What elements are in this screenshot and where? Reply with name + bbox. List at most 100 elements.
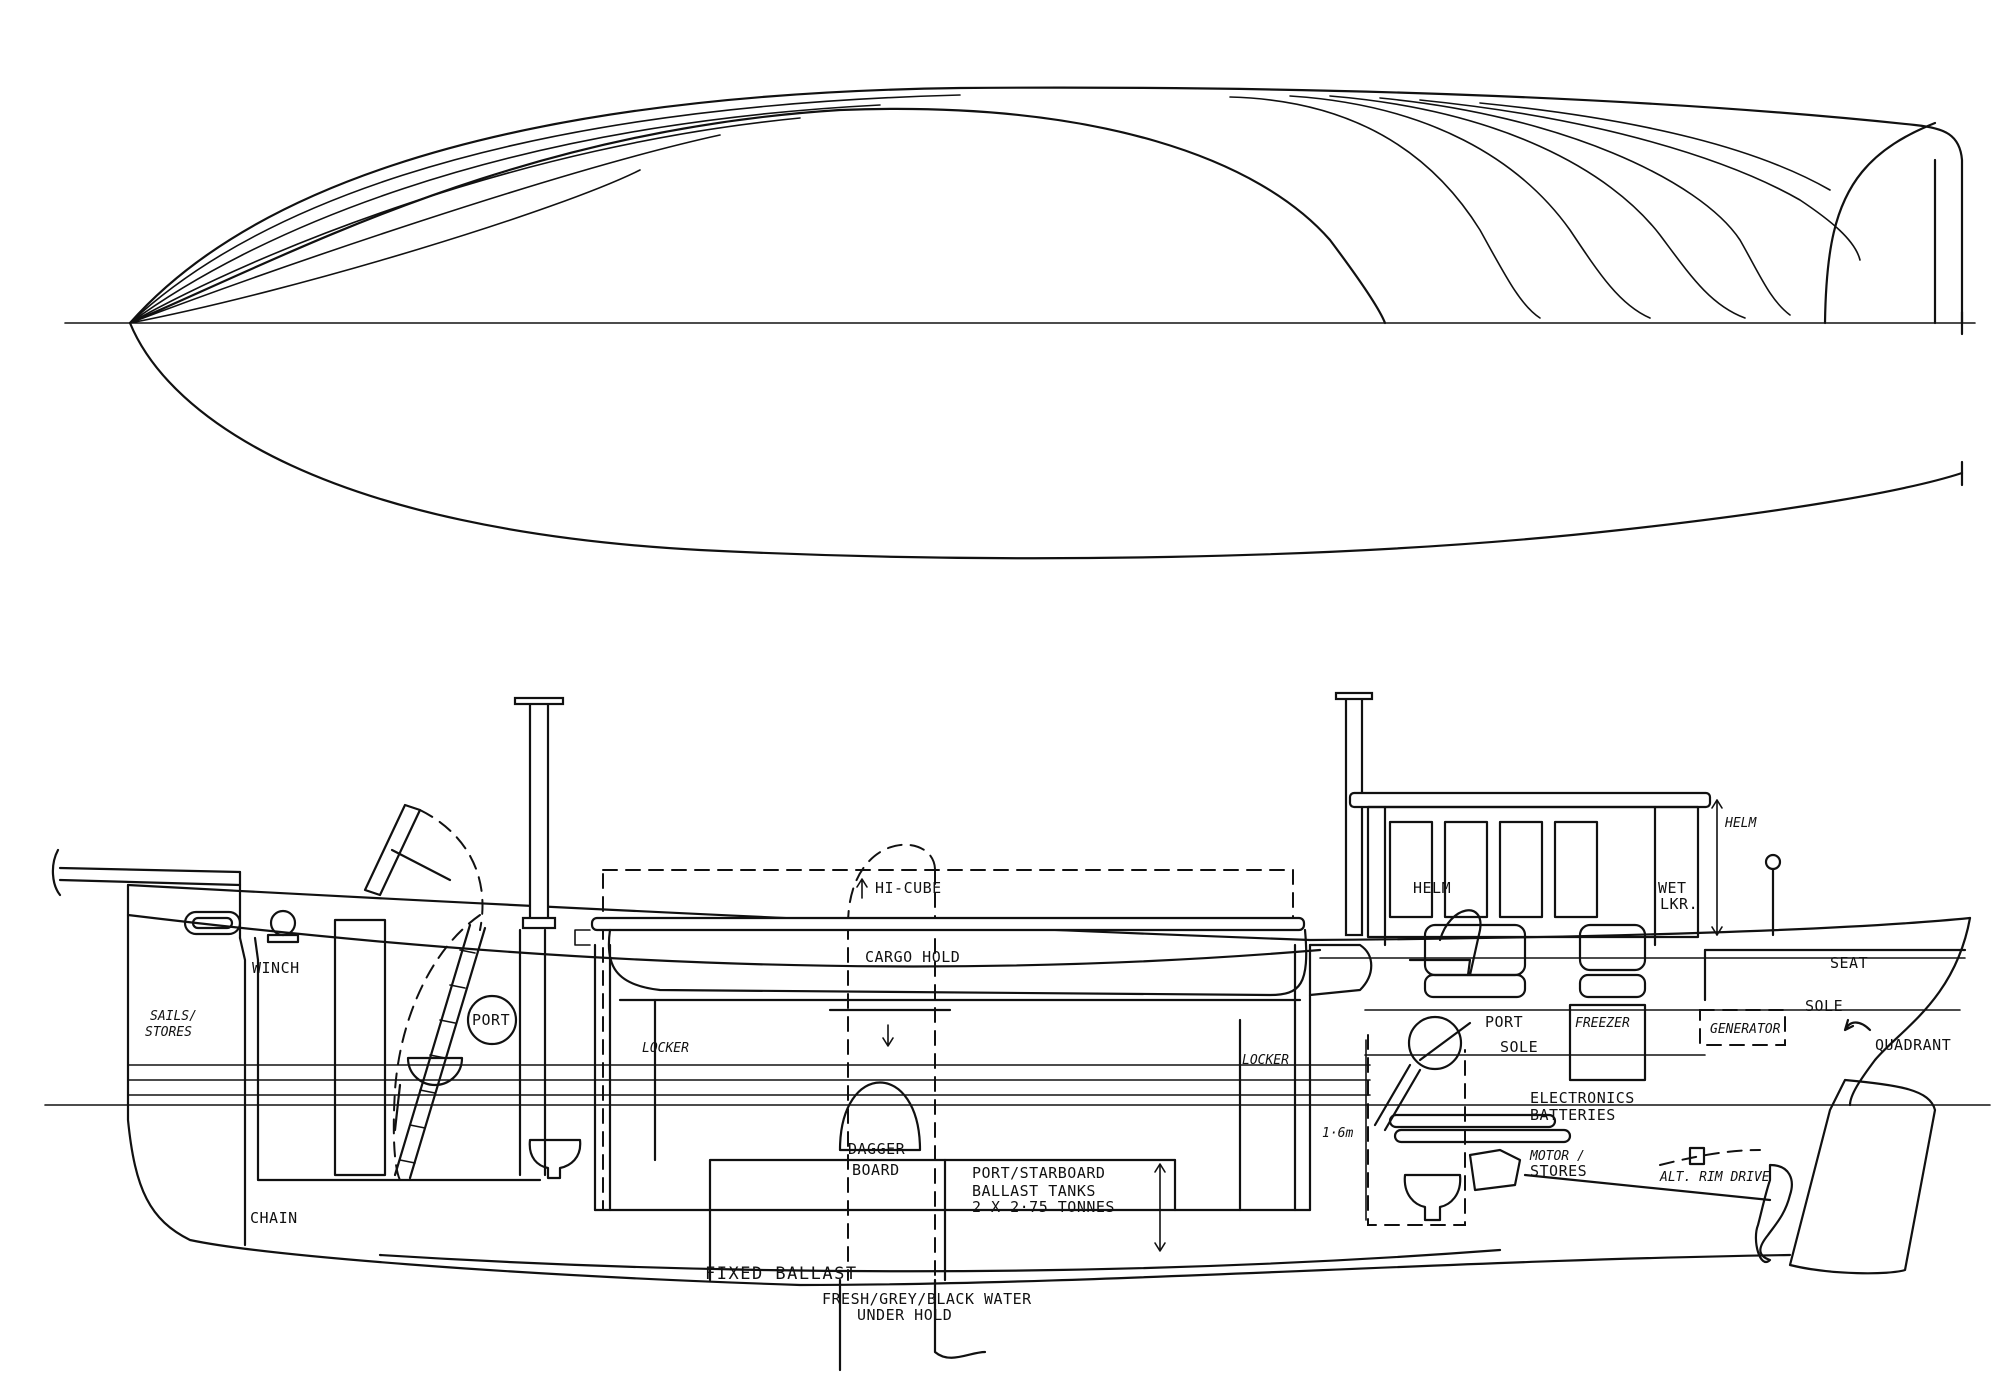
plan-waterline-5 [129, 169, 641, 324]
plan-frame-6 [1479, 102, 1831, 191]
aft-mast-cap [1334, 691, 1374, 701]
plan-frame-2 [1289, 95, 1651, 319]
stern-outline [1848, 916, 1972, 1107]
electronics-shelf [1388, 1113, 1557, 1129]
port-aft-arrow [1418, 1021, 1472, 1062]
fwd-sink-pipe [393, 1083, 402, 1132]
wheelhouse [1366, 805, 1700, 939]
hull-outline [126, 883, 1792, 1287]
stern-light [1764, 853, 1782, 871]
wheelhouse-window-4 [1553, 820, 1599, 919]
label-ballast-2: BALLAST TANKS [972, 1182, 1096, 1200]
label-sole-2: SOLE [1805, 997, 1843, 1015]
label-stores: STORES [145, 1025, 192, 1040]
plan-frame-4 [1379, 97, 1791, 316]
fwd-mast-base [521, 916, 557, 930]
quadrant-arrow [1843, 1018, 1872, 1032]
cargo-hold-deck [590, 916, 1306, 932]
label-water-1: FRESH/GREY/BLACK WATER [822, 1290, 1032, 1308]
plan-upper-outline [128, 86, 1964, 325]
drive-shaft [1523, 1173, 1772, 1202]
plan-frame-1 [1229, 96, 1541, 319]
fwd-vent [183, 910, 242, 936]
hi-cube-outline [602, 869, 1294, 926]
label-sole-1: SOLE [1500, 1038, 1538, 1056]
plan-waterline-1 [129, 94, 961, 324]
fwd-toilet [528, 1138, 582, 1180]
label-quadrant: QUADRANT [1875, 1036, 1951, 1054]
ballast-dim-arrows [1154, 1163, 1166, 1252]
fwd-cabin-door [333, 918, 387, 1177]
label-ballast-3: 2 X 2·75 TONNES [972, 1198, 1115, 1216]
label-port-aft: PORT [1485, 1013, 1523, 1031]
generator-box [1699, 1009, 1786, 1046]
fwd-mast-cap [513, 696, 565, 706]
chain-pipe [238, 936, 542, 1247]
batteries-shelf [1393, 1128, 1572, 1144]
tank-top [708, 1158, 947, 1282]
label-electronics: ELECTRONICS [1530, 1089, 1635, 1107]
rim-drive-box [1688, 1146, 1706, 1166]
plan-frame-3 [1329, 95, 1746, 319]
label-ballast-1: PORT/STARBOARD [972, 1164, 1105, 1182]
wheelhouse-window-3 [1498, 820, 1544, 919]
aft-mast [1344, 693, 1364, 937]
fwd-companion-curve [392, 914, 481, 1181]
label-board: BOARD [852, 1161, 900, 1179]
drive-shaft-dash [1659, 1149, 1761, 1166]
aft-cushion-3 [1423, 973, 1527, 999]
aft-companion-curve [1367, 1034, 1466, 1226]
label-port-fwd: PORT [472, 1011, 510, 1029]
winch-base [266, 933, 300, 944]
label-batteries: BATTERIES [1530, 1106, 1616, 1124]
aft-cockpit [1308, 943, 1373, 997]
water-trunk [838, 1278, 987, 1372]
aft-cushion-4 [1578, 973, 1647, 999]
label-rim-drive: ALT. RIM DRIVE [1659, 1170, 1770, 1185]
rudder [1788, 1078, 1937, 1275]
plan-transom [1823, 121, 1937, 325]
label-lkr: LKR. [1660, 895, 1698, 913]
plan-waterline-2 [129, 104, 881, 324]
plan-section-main [128, 107, 1387, 325]
plan-view [64, 86, 1976, 560]
aft-toilet [1403, 1173, 1462, 1222]
label-chain: CHAIN [250, 1209, 298, 1227]
dagger-board [838, 1081, 922, 1152]
bowsprit-top [58, 866, 242, 874]
label-height: 1·6m [1322, 1126, 1353, 1141]
fwd-mast [528, 698, 550, 927]
plan-waterline-4 [129, 134, 721, 324]
plan-lower-outline [128, 321, 1964, 560]
keel-line [378, 1248, 1502, 1273]
port-fwd-circle [466, 994, 518, 1046]
ladder-rungs [399, 949, 476, 1164]
label-generator: GENERATOR [1710, 1022, 1781, 1037]
sheer-line [126, 883, 1972, 942]
label-water-2: UNDER HOLD [857, 1306, 952, 1324]
label-fixed-ballast: FIXED BALLAST [705, 1264, 858, 1284]
label-hi-cube: HI-CUBE [875, 879, 942, 897]
port-aft-circle [1407, 1015, 1463, 1071]
labels: WINCH SAILS/ STORES PORT CHAIN HI-CUBE C… [145, 816, 1951, 1324]
hi-cube-arrow [856, 878, 868, 899]
wheelhouse-roof [1348, 791, 1712, 809]
wheelhouse-window-2 [1443, 820, 1489, 919]
bowsprit-bottom [58, 878, 242, 887]
freezer-box [1568, 1003, 1647, 1082]
profile-view [44, 691, 1991, 1372]
deck-line [126, 913, 1322, 968]
label-sails: SAILS/ [150, 1009, 197, 1024]
propeller [1754, 1163, 1793, 1264]
label-locker-fwd: LOCKER [642, 1041, 689, 1056]
plan-waterline-3 [129, 117, 801, 324]
fwd-vent-inner [191, 916, 234, 930]
dagger-trunk-top [847, 843, 936, 926]
label-winch: WINCH [252, 959, 300, 977]
plan-frame-5 [1419, 99, 1861, 261]
label-helm: HELM [1413, 879, 1451, 897]
label-helm-top: HELM [1724, 816, 1757, 831]
helm-seat [1408, 909, 1482, 977]
label-motor-1: MOTOR / [1529, 1149, 1585, 1164]
